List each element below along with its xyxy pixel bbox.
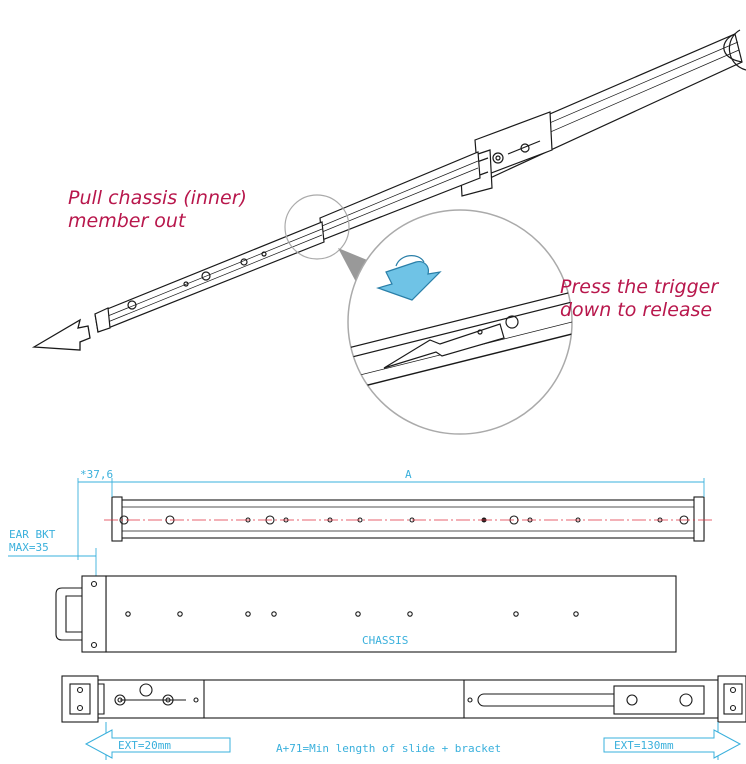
keyhole-slot [127,300,137,310]
chassis-label: CHASSIS [362,634,408,647]
offset-dimension: *37,6 [80,468,113,481]
slide-side-view [111,496,705,542]
ear-bracket-label-1: EAR BKT [9,528,56,541]
bracket-slide-assembly [61,675,746,723]
detail-pointer [338,248,372,282]
arrow-down-icon [376,255,442,301]
chassis-outline [55,575,677,653]
ear-bracket-label-2: MAX=35 [9,541,49,554]
extension-left-arrow [84,722,231,760]
detail-highlight-circle [284,194,350,260]
arrow-left-icon [31,318,91,351]
bracket-screw-1 [492,152,504,164]
rail-assembly-perspective [94,29,746,333]
trigger-detail-view [347,209,573,435]
pull-instruction-line-2: member out [68,210,186,232]
extension-left-label: EXT=20mm [118,739,171,752]
extension-right-arrow [603,722,742,760]
press-instruction-line-1: Press the trigger [560,276,719,298]
press-instruction-line-2: down to release [560,299,713,321]
dimension-lines [8,478,705,576]
length-dimension-a: A [405,468,412,481]
min-length-label: A+71=Min length of slide + bracket [276,742,501,755]
press-instruction: Press the trigger down to release [560,276,718,322]
release-trigger [383,323,505,369]
extension-right-label: EXT=130mm [614,739,674,752]
bracket-screw-2 [520,143,530,153]
pull-instruction: Pull chassis (inner) member out [68,187,247,233]
pull-instruction-line-1: Pull chassis (inner) [68,187,247,209]
